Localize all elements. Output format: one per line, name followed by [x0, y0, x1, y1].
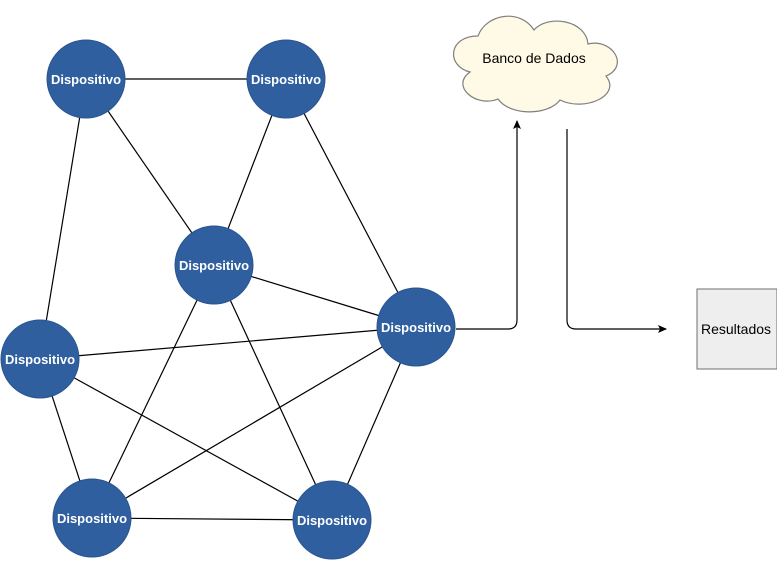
results-rect — [696, 288, 777, 370]
device-circle — [174, 225, 254, 305]
device-label: Dispositivo — [297, 513, 367, 528]
edge-n6-n7 — [91, 517, 333, 521]
device-node-5[interactable]: Dispositivo — [0, 319, 80, 399]
device-circle — [46, 39, 126, 119]
edge-n3-n7 — [213, 264, 333, 521]
edge-n3-n6 — [91, 264, 215, 519]
cloud-icon — [453, 15, 618, 113]
database-label: Banco de Dados — [482, 50, 586, 66]
device-label: Dispositivo — [51, 72, 121, 87]
device-circle — [246, 39, 326, 119]
device-node-7[interactable]: Dispositivo — [292, 480, 372, 560]
edge-n5-n7 — [39, 358, 333, 521]
edge-n4-n6 — [91, 326, 417, 519]
edge-n1-n5 — [39, 78, 87, 360]
device-label: Dispositivo — [381, 320, 451, 335]
device-label: Dispositivo — [57, 511, 127, 526]
results-label: Resultados — [701, 321, 771, 337]
flow-arrow-to-results — [566, 129, 667, 333]
device-circle — [376, 287, 456, 367]
flow-arrow-to-database — [456, 120, 521, 330]
device-node-4[interactable]: Dispositivo — [376, 287, 456, 367]
device-node-2[interactable]: Dispositivo — [246, 39, 326, 119]
device-label: Dispositivo — [179, 258, 249, 273]
edge-n2-n4 — [285, 78, 417, 328]
device-circle — [52, 478, 132, 558]
device-node-3[interactable]: Dispositivo — [174, 225, 254, 305]
device-node-6[interactable]: Dispositivo — [52, 478, 132, 558]
results-box[interactable]: Resultados — [696, 288, 777, 370]
device-circle — [0, 319, 80, 399]
edge-n4-n5 — [39, 326, 417, 360]
device-node-1[interactable]: Dispositivo — [46, 39, 126, 119]
device-label: Dispositivo — [251, 72, 321, 87]
device-label: Dispositivo — [5, 352, 75, 367]
database-cloud[interactable]: Banco de Dados — [453, 15, 618, 113]
device-circle — [292, 480, 372, 560]
